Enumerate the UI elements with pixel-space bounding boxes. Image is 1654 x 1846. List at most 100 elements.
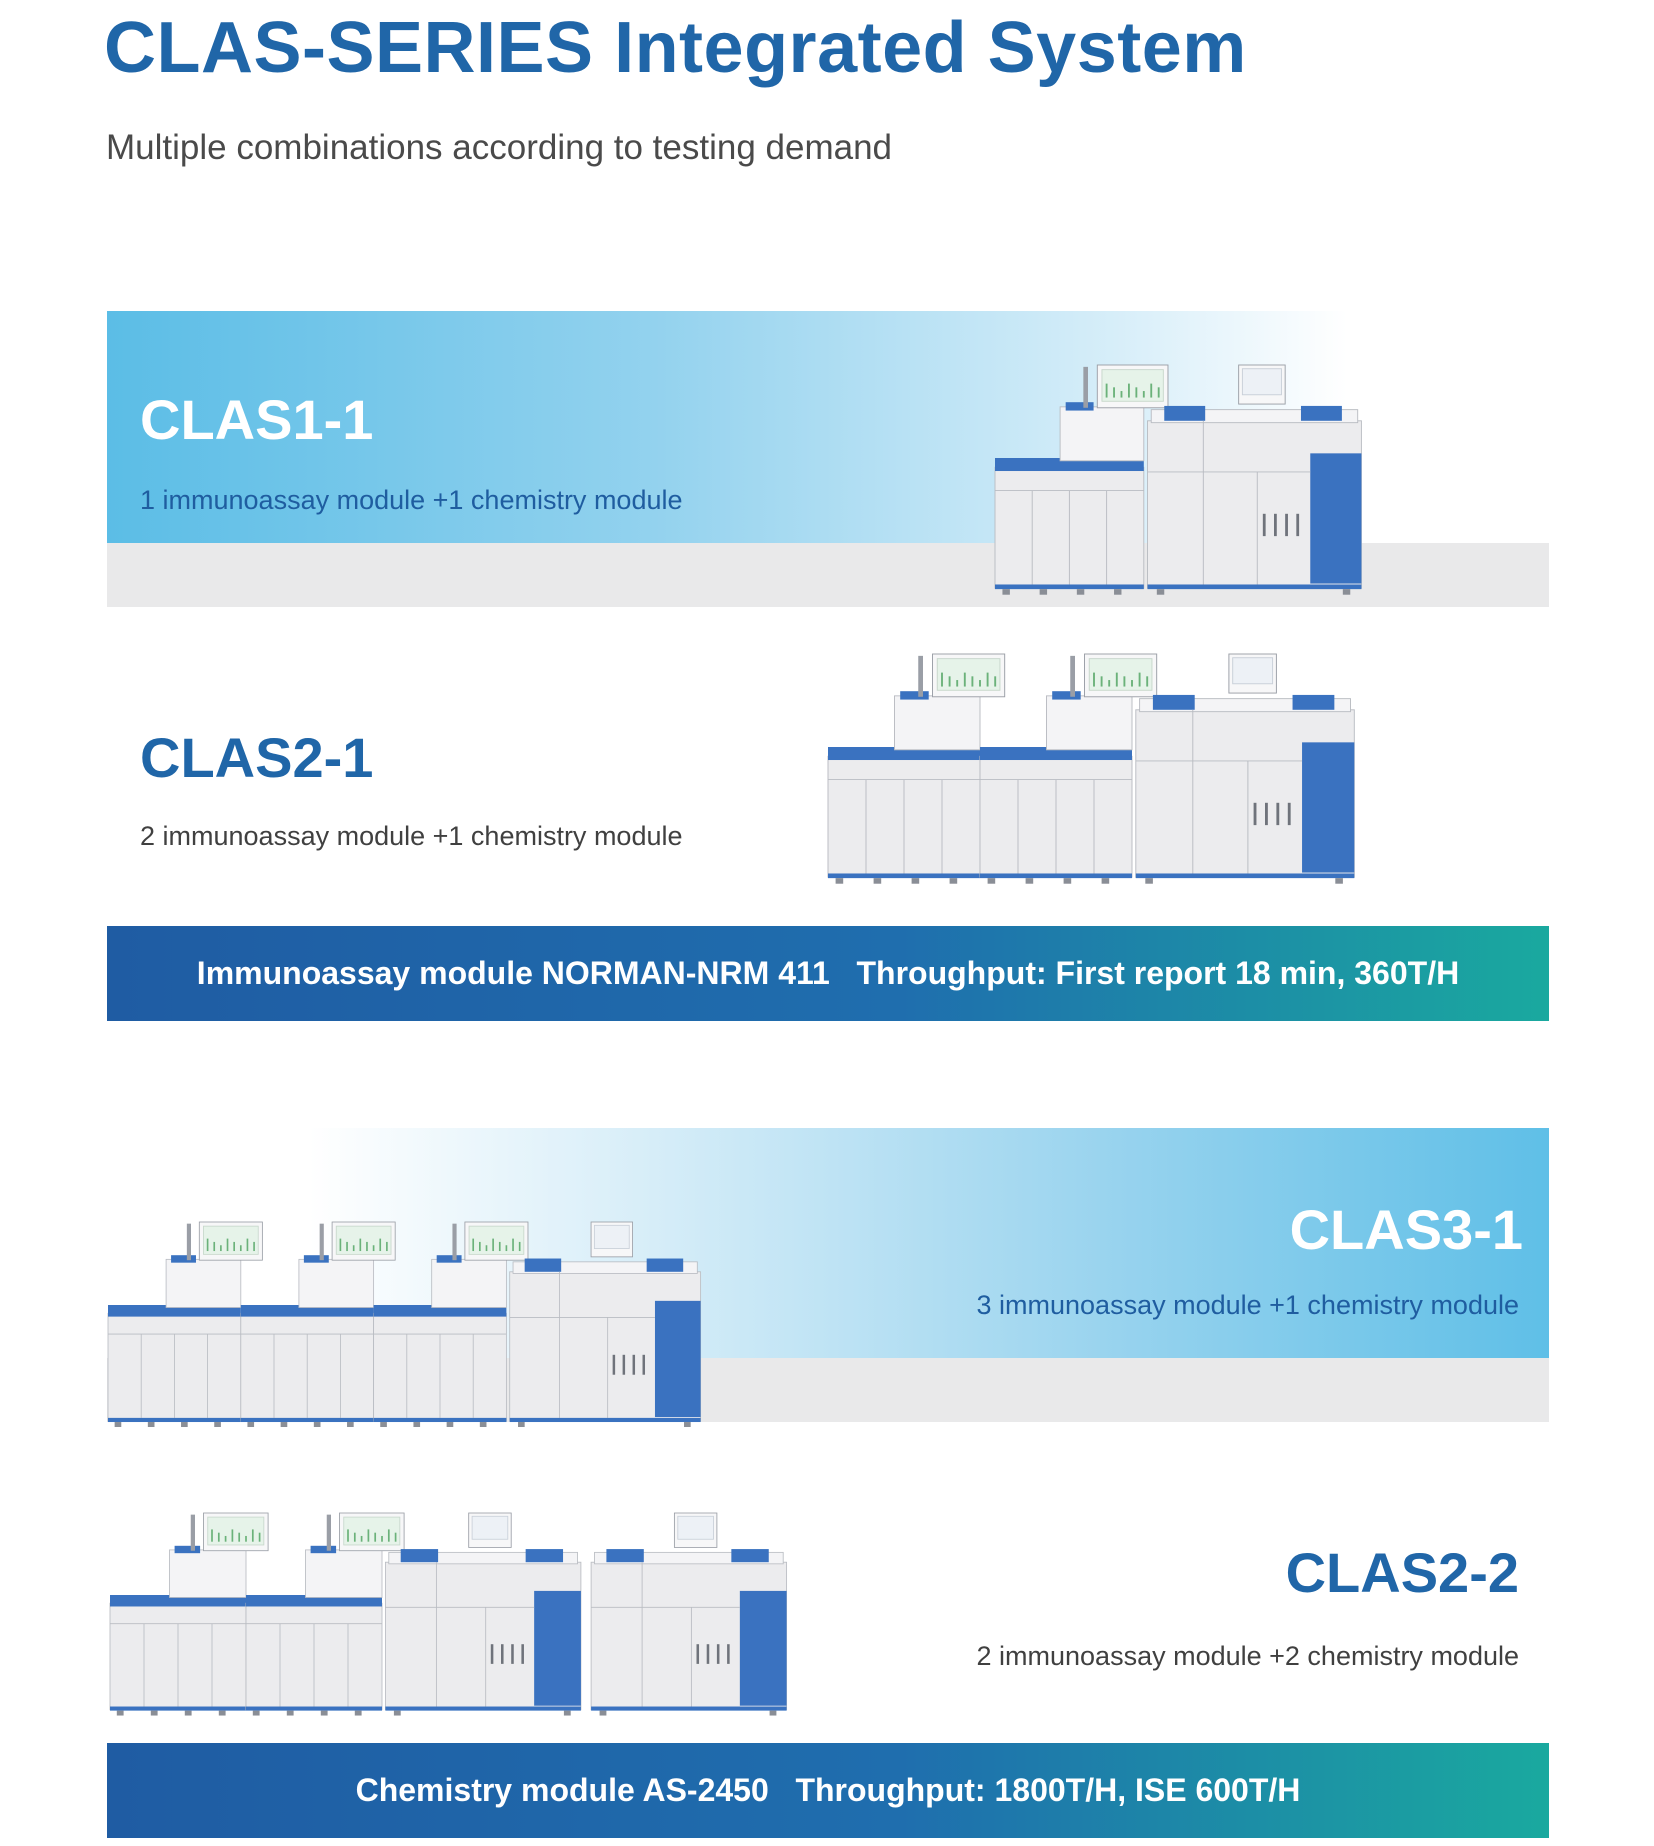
foot [479, 1422, 487, 1428]
foot [286, 1710, 294, 1716]
module-blue-strip [240, 1305, 374, 1317]
foot [354, 1710, 362, 1716]
handle [1285, 513, 1288, 537]
immunoassay-spec-bar: Immunoassay module NORMAN-NRM 411 Throug… [107, 926, 1549, 1021]
handle [696, 1644, 700, 1664]
page-subtitle: Multiple combinations according to testi… [106, 128, 892, 167]
base-strip [828, 873, 980, 879]
base-strip [385, 1706, 581, 1711]
module-lid [400, 1549, 439, 1563]
base-strip [995, 584, 1144, 590]
base-strip [373, 1417, 507, 1423]
base-strip [110, 1706, 246, 1711]
probe-pole [190, 1514, 195, 1551]
foot [599, 1710, 607, 1716]
module-lid [1164, 405, 1206, 421]
side-panel [1310, 453, 1362, 584]
module-upper-housing [1046, 695, 1133, 751]
module-lid [1065, 402, 1094, 411]
foot [1101, 878, 1110, 884]
side-panel [654, 1300, 701, 1418]
analyzer-line [107, 1221, 702, 1428]
foot [1025, 878, 1034, 884]
foot [769, 1710, 777, 1716]
foot [684, 1422, 691, 1428]
module-lid [1292, 694, 1335, 710]
foot [280, 1422, 288, 1428]
module-deck [512, 1261, 698, 1274]
foot [911, 878, 920, 884]
model-name: CLAS1-1 [140, 388, 374, 451]
analyzer-line [994, 364, 1362, 595]
foot [114, 1422, 122, 1428]
module-lid [731, 1549, 769, 1563]
base-strip [1135, 873, 1355, 879]
chemistry-module-name: Chemistry module AS-2450 [355, 1772, 769, 1808]
foot [247, 1422, 255, 1428]
module-lid [310, 1545, 337, 1554]
module-upper-housing [1059, 406, 1145, 462]
foot [1342, 589, 1351, 595]
foot [1114, 589, 1122, 595]
probe-pole [326, 1514, 331, 1551]
monitor-screen [471, 1515, 509, 1540]
module-blue-strip [246, 1595, 382, 1607]
monitor-screen [593, 1224, 630, 1249]
module-lid [606, 1549, 644, 1563]
foot [518, 1422, 525, 1428]
foot [313, 1422, 321, 1428]
handle [511, 1644, 514, 1664]
module-deck [594, 1551, 784, 1565]
chemistry-throughput: Throughput: 1800T/H, ISE 600T/H [795, 1772, 1301, 1808]
module-lid [171, 1255, 196, 1263]
module-lid [900, 691, 929, 700]
module-lid [646, 1258, 684, 1272]
immunoassay-throughput: Throughput: First report 18 min, 360T/H [856, 955, 1460, 991]
foot [181, 1422, 188, 1428]
module-upper-housing [169, 1549, 247, 1598]
module-lid [525, 1549, 564, 1563]
handle [521, 1644, 524, 1664]
base-strip [980, 873, 1132, 879]
foot [987, 878, 996, 884]
handle [1287, 802, 1291, 826]
model-description: 2 immunoassay module +2 chemistry module [976, 1641, 1520, 1671]
monitor-screen [936, 658, 1001, 691]
monitor-screen [203, 1225, 259, 1255]
foot [393, 1710, 401, 1716]
module-upper-housing [894, 695, 981, 751]
foot [184, 1710, 192, 1716]
module-upper-housing [305, 1549, 383, 1598]
base-strip [108, 1417, 241, 1423]
handle [1276, 802, 1280, 826]
base-strip [1147, 584, 1362, 590]
page-title: CLAS-SERIES Integrated System [104, 8, 1247, 88]
monitor-screen [207, 1516, 265, 1546]
handle [642, 1354, 646, 1375]
foot [835, 878, 844, 884]
module-blue-strip [373, 1305, 507, 1317]
model-description: 2 immunoassay module +1 chemistry module [140, 821, 683, 851]
analyzer-line [827, 653, 1355, 884]
monitor-screen [343, 1516, 401, 1546]
handle [501, 1644, 504, 1664]
base-strip [246, 1706, 382, 1711]
base-strip [240, 1417, 374, 1423]
probe-pole [319, 1223, 324, 1261]
foot [380, 1422, 387, 1428]
analyzer-illustration-clas2-1 [827, 653, 1355, 884]
module-lid [1152, 694, 1195, 710]
side-panel [534, 1590, 581, 1706]
model-description: 3 immunoassay module +1 chemistry module [976, 1290, 1520, 1320]
foot [150, 1710, 158, 1716]
module-deck [388, 1551, 578, 1565]
monitor-screen [1232, 657, 1274, 685]
handle [1296, 513, 1300, 537]
foot [1076, 589, 1085, 595]
analyzer-illustration-clas2-2 [109, 1512, 788, 1716]
handle [727, 1644, 730, 1664]
module-blue-strip [108, 1305, 241, 1317]
foot [320, 1710, 328, 1716]
module-lid [436, 1255, 462, 1263]
foot [949, 878, 958, 884]
